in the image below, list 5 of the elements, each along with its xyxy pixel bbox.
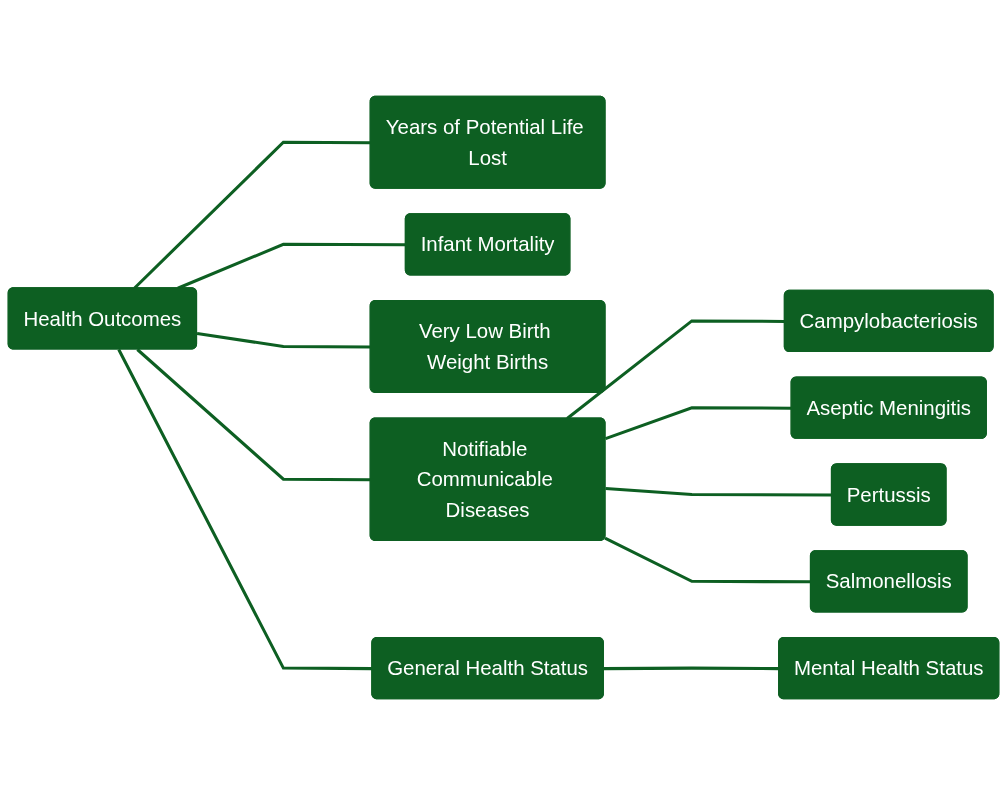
connector — [605, 406, 792, 441]
connector — [136, 348, 371, 482]
connector — [196, 331, 371, 349]
connector — [604, 536, 811, 584]
connector — [605, 487, 832, 497]
